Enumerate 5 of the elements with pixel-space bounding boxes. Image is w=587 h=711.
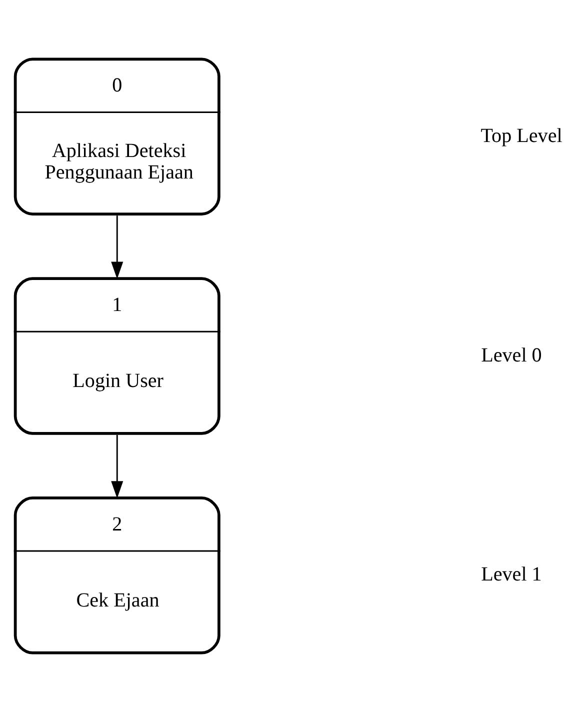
label: Top Level xyxy=(480,124,562,146)
arrow xyxy=(111,215,124,278)
arrow xyxy=(111,434,124,498)
label: Level 0 xyxy=(481,344,542,366)
label: Level 1 xyxy=(481,563,542,586)
